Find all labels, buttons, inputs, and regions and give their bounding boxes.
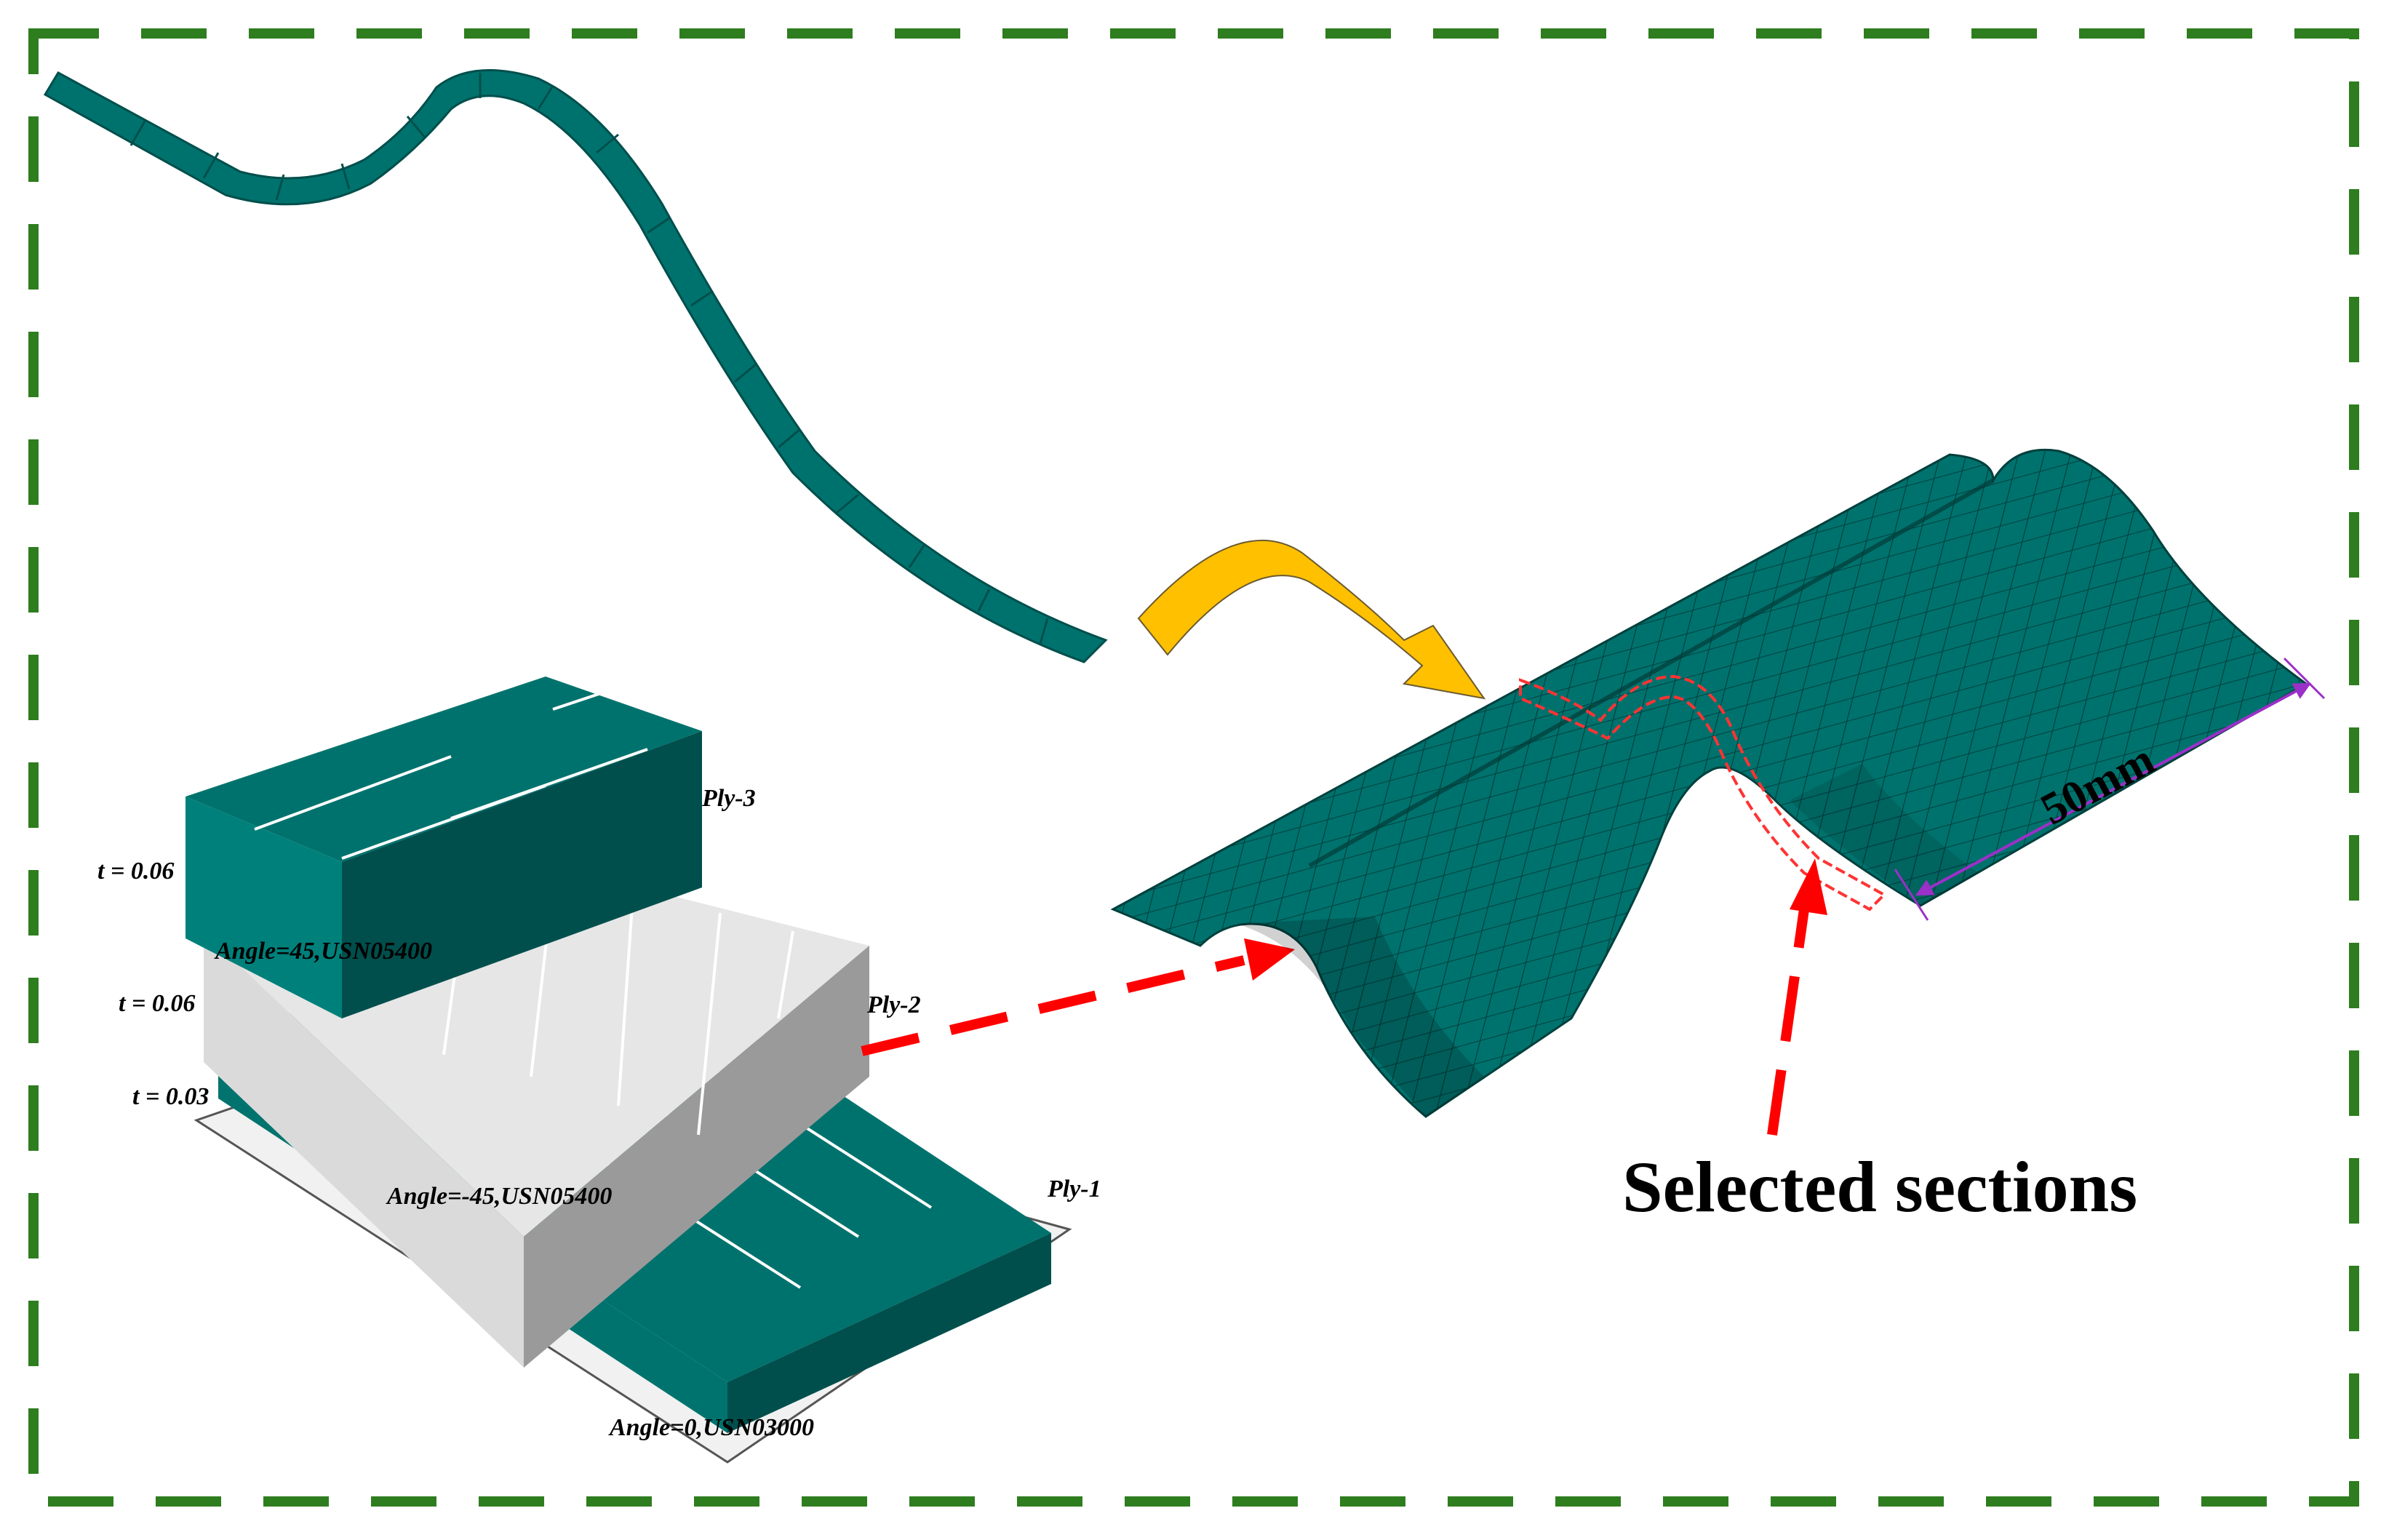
ply-stack	[186, 677, 1072, 1464]
ply-2-name: Ply-2	[866, 992, 921, 1018]
dashed-arrow-icon	[861, 938, 1295, 1056]
fe-mesh-surface	[1110, 448, 2308, 1118]
dimension-line	[1894, 657, 2326, 921]
ply-2-thickness: t = 0.06	[119, 990, 195, 1017]
ply-3-thickness: t = 0.06	[97, 858, 174, 885]
dashed-frame	[28, 28, 2359, 1507]
ply-1-thickness: t = 0.03	[132, 1083, 209, 1110]
ply-1-material: Angle=0,USN03000	[608, 1414, 814, 1441]
ply-2-material: Angle=-45,USN05400	[386, 1183, 612, 1210]
curved-arrow-icon	[1137, 539, 1486, 700]
ply-1-name: Ply-1	[1047, 1176, 1101, 1202]
ply-3-block	[186, 677, 702, 1018]
ply-3-material: Angle=45,USN05400	[214, 938, 432, 965]
selected-sections-label: Selected sections	[1622, 1146, 2137, 1227]
section-pointer-arrow	[1767, 858, 1827, 1136]
wavy-strip	[43, 69, 1108, 663]
ply-3-name: Ply-3	[701, 785, 756, 812]
